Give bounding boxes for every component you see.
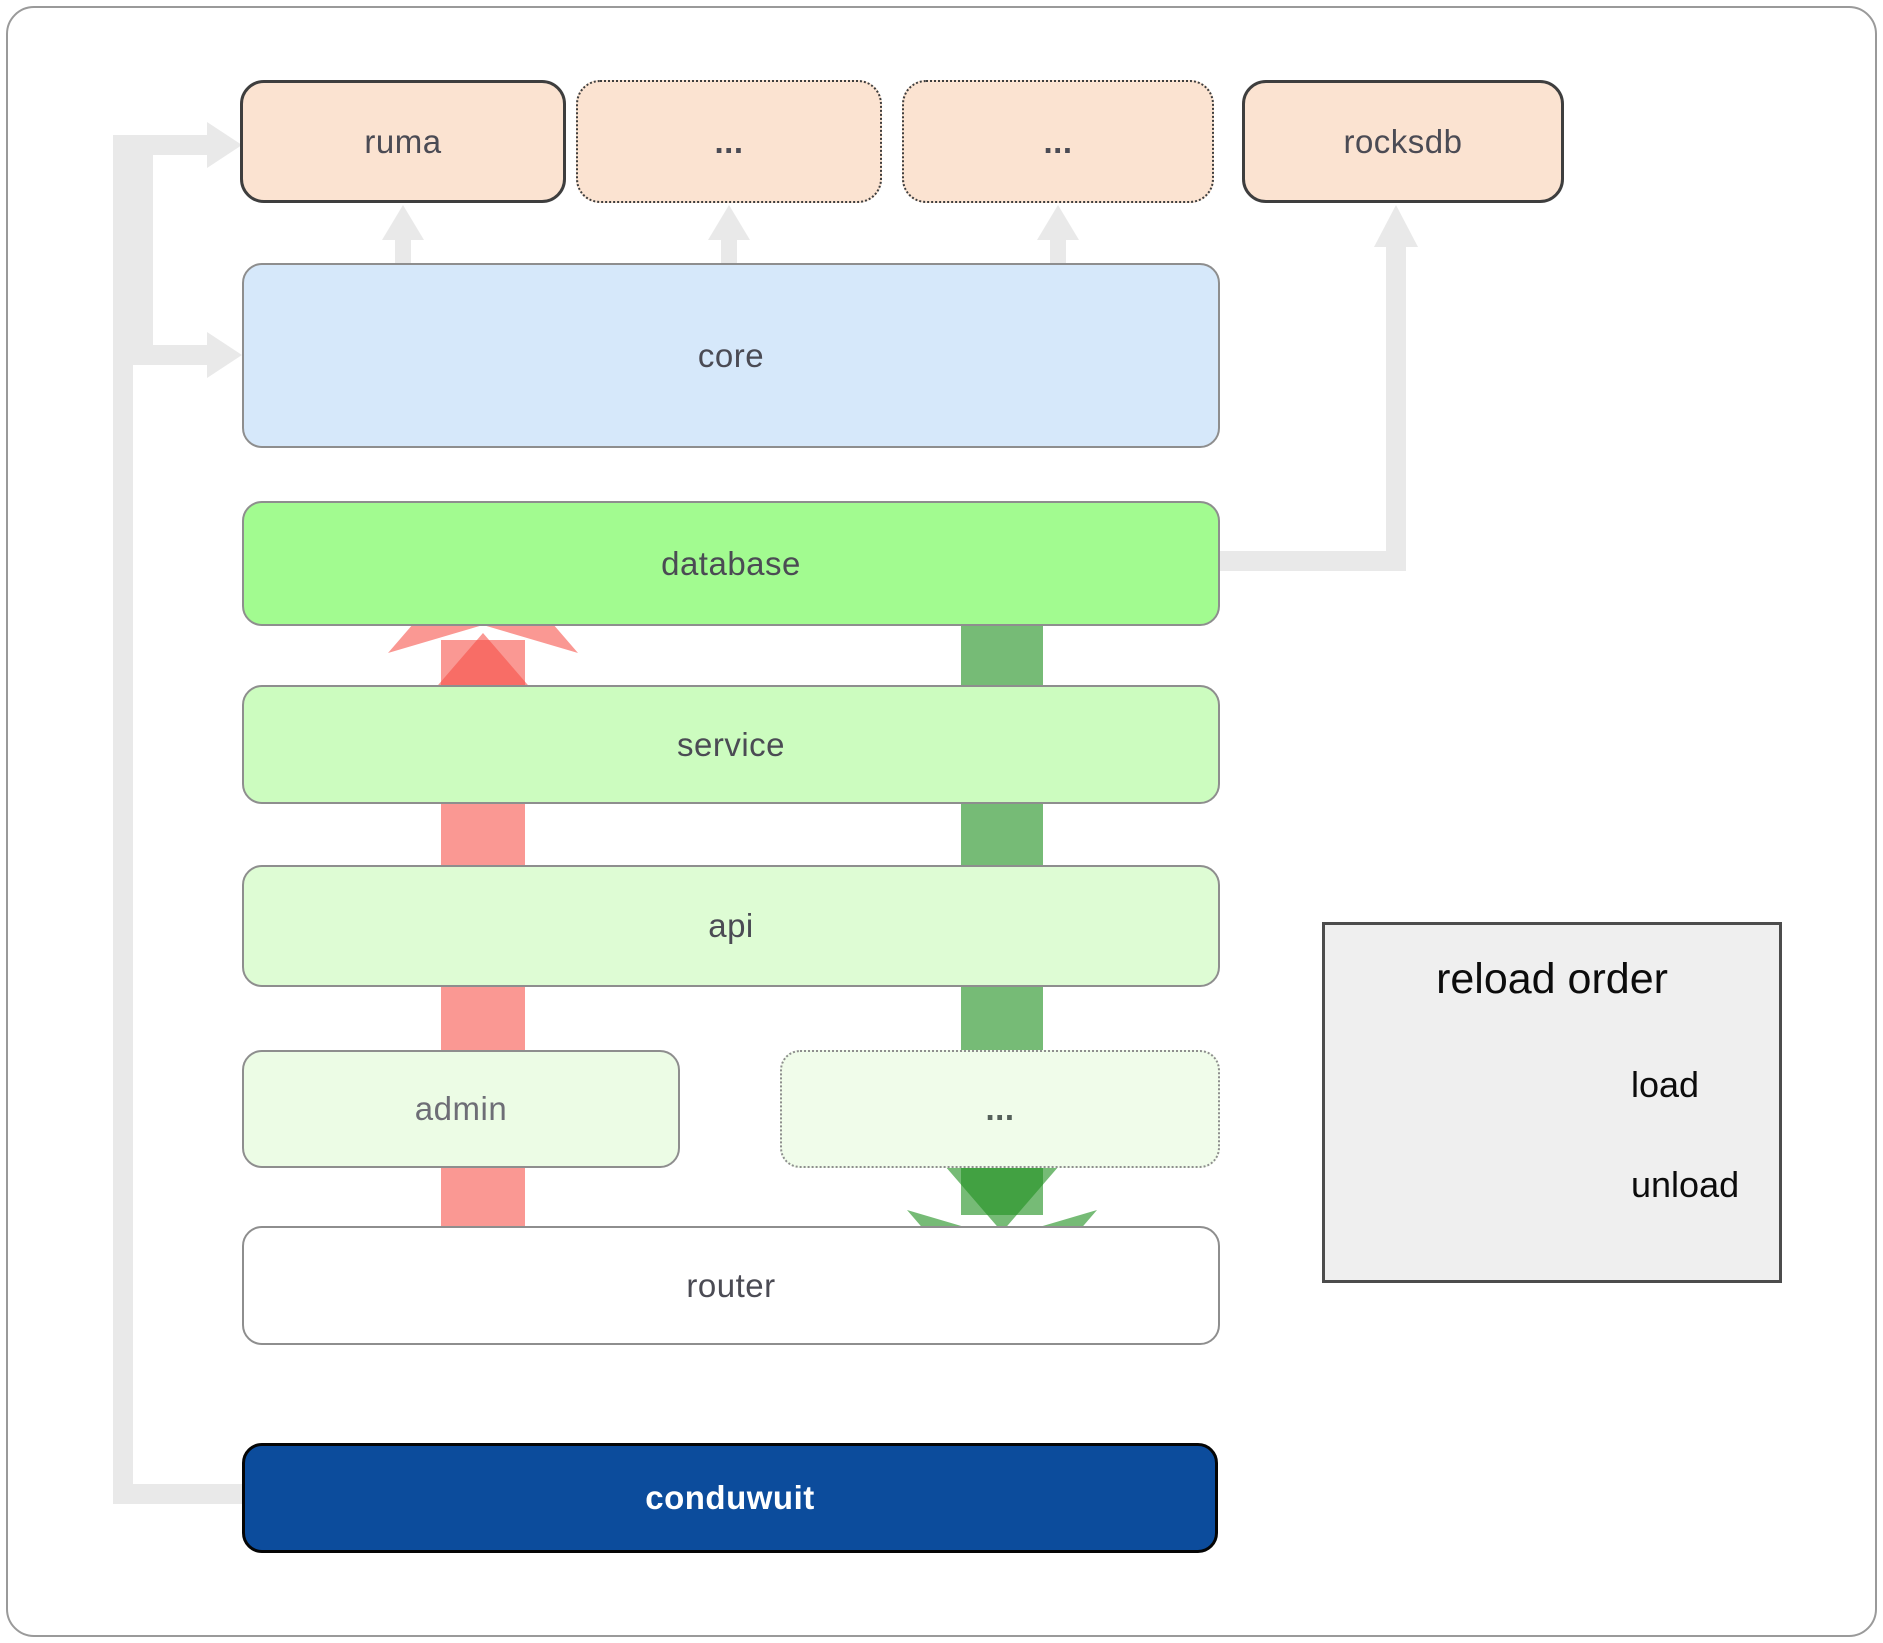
connector-core-ruma-icon: [382, 205, 424, 264]
connector-database-rocksdb: [1220, 205, 1418, 571]
legend-box: reload order load unload: [1322, 922, 1782, 1283]
node-service: service: [242, 685, 1220, 804]
node-extension-2: ...: [902, 80, 1214, 203]
node-router: router: [242, 1226, 1220, 1345]
node-database: database: [242, 501, 1220, 626]
node-api: api: [242, 865, 1220, 987]
legend-title: reload order: [1436, 955, 1668, 1003]
legend-unload-label: unload: [1631, 1164, 1740, 1205]
connector-conduwuit-ruma: [113, 122, 243, 1504]
node-admin: admin: [242, 1050, 680, 1168]
node-rocksdb: rocksdb: [1242, 80, 1564, 203]
connector-core-ext1-icon: [708, 205, 750, 264]
figure-border: [6, 6, 1877, 1637]
node-admin-sibling: ...: [780, 1050, 1220, 1168]
connector-core-ext2-icon: [1037, 205, 1079, 264]
legend-load-label: load: [1631, 1064, 1700, 1105]
node-conduwuit: conduwuit: [242, 1443, 1218, 1553]
connector-conduwuit-core: [133, 145, 242, 378]
node-extension-1: ...: [576, 80, 882, 203]
node-ruma: ruma: [240, 80, 566, 203]
node-core: core: [242, 263, 1220, 448]
